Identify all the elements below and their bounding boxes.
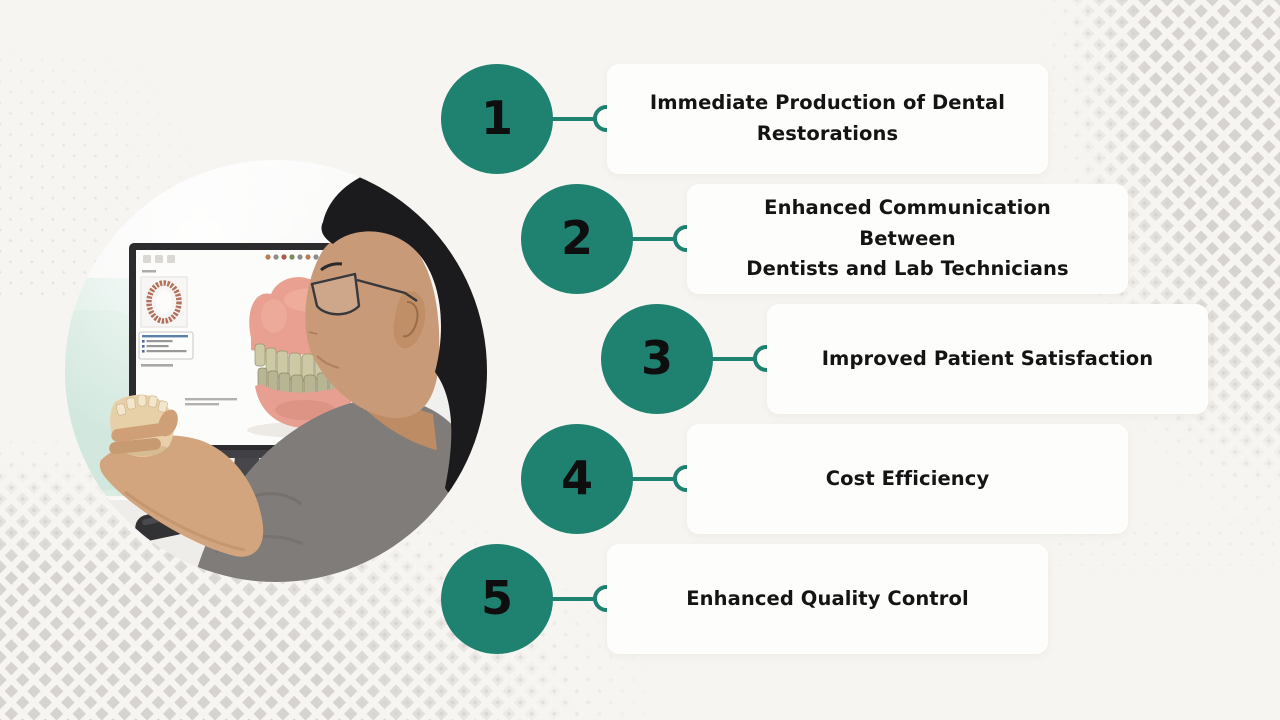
step-number-badge: 4 (521, 424, 633, 534)
step-number: 1 (480, 91, 513, 145)
step-item-4: 4 Cost Efficiency (521, 424, 1128, 534)
step-card: Improved Patient Satisfaction (767, 304, 1208, 414)
step-number: 4 (560, 451, 593, 505)
connector-line (707, 357, 755, 361)
step-item-5: 5 Enhanced Quality Control (441, 544, 1048, 654)
step-number-badge: 1 (441, 64, 553, 174)
connector-line (547, 597, 595, 601)
step-number: 5 (480, 571, 513, 625)
connector-line (627, 477, 675, 481)
connector-line (627, 237, 675, 241)
step-card: Immediate Production of Dental Restorati… (607, 64, 1048, 174)
step-label: Enhanced Communication Between Dentists … (746, 195, 1069, 281)
step-card: Enhanced Communication Between Dentists … (687, 184, 1128, 294)
step-item-3: 3 Improved Patient Satisfaction (601, 304, 1208, 414)
step-number-badge: 3 (601, 304, 713, 414)
step-card: Cost Efficiency (687, 424, 1128, 534)
hair (321, 161, 487, 503)
step-item-1: 1 Immediate Production of Dental Restora… (441, 64, 1048, 174)
step-card: Enhanced Quality Control (607, 544, 1048, 654)
step-number-badge: 2 (521, 184, 633, 294)
step-item-2: 2 Enhanced Communication Between Dentist… (521, 184, 1128, 294)
connector-line (547, 117, 595, 121)
nose (305, 306, 325, 338)
step-number: 2 (560, 211, 593, 265)
step-label: Cost Efficiency (825, 466, 990, 490)
step-number: 3 (640, 331, 673, 385)
face (305, 227, 440, 418)
step-label: Immediate Production of Dental Restorati… (649, 91, 1006, 145)
eyebrow (320, 262, 343, 272)
glasses (310, 272, 418, 316)
step-label: Improved Patient Satisfaction (821, 346, 1154, 370)
step-label: Enhanced Quality Control (686, 586, 969, 610)
step-number-badge: 5 (441, 544, 553, 654)
checklist-panel (138, 331, 194, 367)
dental-arch-panel (140, 276, 188, 328)
dental-photo-circle (65, 160, 487, 582)
ear (393, 291, 426, 349)
dental-cad-scene (65, 160, 487, 582)
